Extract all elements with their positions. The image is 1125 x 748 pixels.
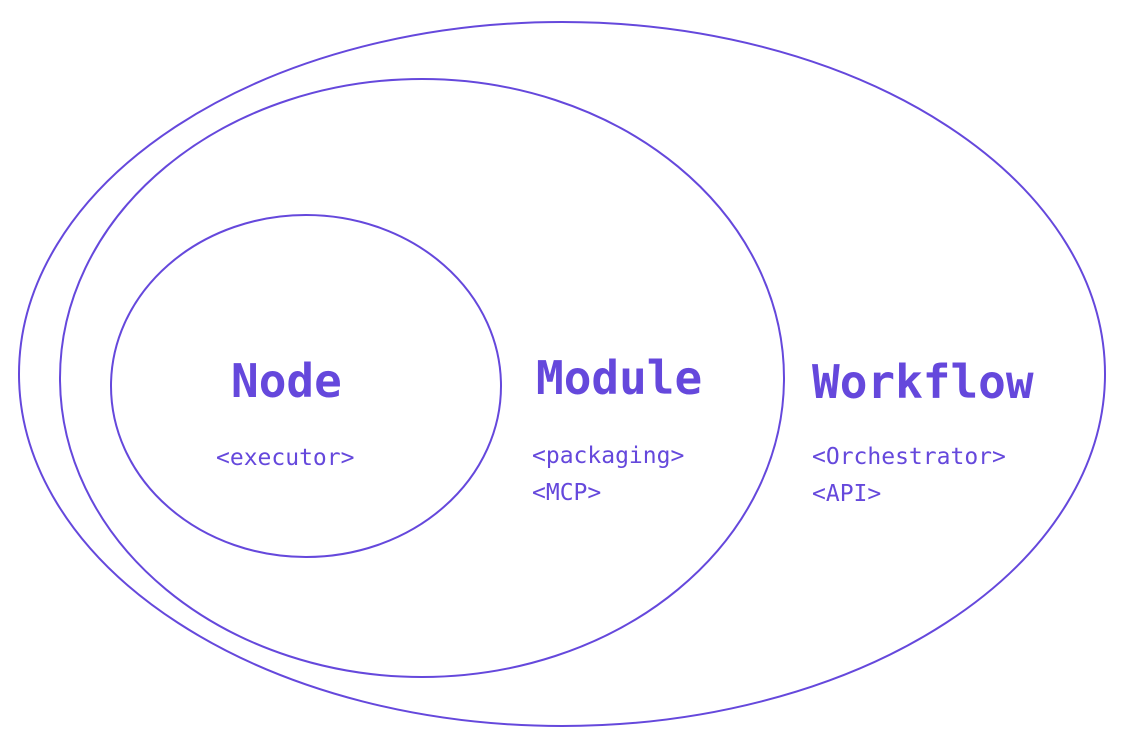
module-line-1: <packaging> — [532, 443, 684, 469]
node-line-1: <executor> — [216, 445, 354, 471]
node-ellipse — [110, 214, 502, 558]
workflow-title: Workflow — [812, 355, 1034, 409]
node-title: Node — [231, 354, 342, 408]
module-title: Module — [536, 351, 702, 405]
module-line-2: <MCP> — [532, 480, 601, 506]
module-ellipse — [59, 78, 785, 678]
workflow-ellipse — [18, 21, 1106, 727]
workflow-line-1: <Orchestrator> — [812, 444, 1006, 470]
workflow-line-2: <API> — [812, 481, 881, 507]
